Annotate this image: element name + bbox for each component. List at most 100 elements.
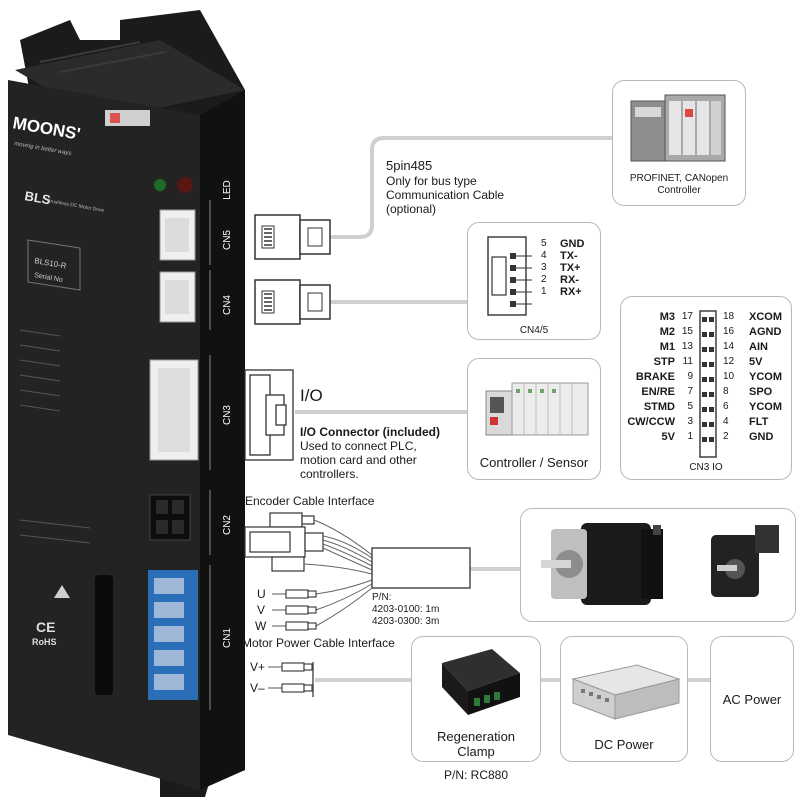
motor-power-title: Motor Power Cable Interface [242,636,395,650]
drive-illustration: MOONS' moving in better ways BLS Brushle… [8,10,245,797]
motor-u-label: U [257,587,266,601]
cn3-right-label: FLT [749,416,769,428]
motor-v-label: V [257,603,266,617]
cn3-right-label: AGND [749,326,782,338]
encoder-cable-housing [371,547,471,589]
cn3-right-label: YCOM [749,401,782,413]
regen-part-number: P/N: RC880 [443,768,509,782]
encoder-title: Encoder Cable Interface [245,494,375,508]
cn45-pin-number: 1 [541,286,547,297]
cn3-right-label: XCOM [749,311,782,323]
cn3-connector-drawing [699,310,717,458]
cn3-right-label: AIN [749,341,768,353]
io-connector-title: I/O Connector (included) [300,425,440,439]
cn45-pin-label: GND [560,238,585,250]
cn3-left-number: 11 [682,356,693,367]
controller-label-2: Controller [657,185,701,196]
led-label: LED [222,180,233,199]
cn3-left-number: 7 [687,386,693,397]
led-green [154,179,166,191]
cn45-connector-drawing [487,236,532,316]
encoder-pn-block: P/N: 4203-0100: 1m 4203-0300: 3m [372,592,439,628]
ac-power-label: AC Power [722,692,782,707]
cn3-left-number: 9 [687,371,693,382]
controller-box: PROFINET, CANopen Controller [612,80,746,206]
led-red [177,177,193,193]
cn3-right-number: 6 [723,401,729,412]
vplus-label: V+ [250,660,266,674]
cn3-left-number: 1 [687,431,693,442]
dc-power-label: DC Power [594,737,654,752]
cn1-label: CN1 [222,628,233,648]
cn3-right-number: 10 [723,371,735,382]
comm-text-block: 5pin485 Only for bus type Communication … [386,158,504,216]
cn45-pin-label: TX- [560,250,578,262]
cn3-left-label: M3 [659,311,675,323]
io-desc-2: motion card and other [300,453,417,467]
model-series: BLS [23,188,52,207]
dc-power-box: DC Power [560,636,688,762]
dc-power-supply-image [571,664,681,720]
cn3-right-number: 12 [723,356,735,367]
bldc-motor-body [581,523,651,605]
cn45-pin-row: 2 RX- [532,274,602,292]
cn3-left-label: CW/CCW [627,416,675,428]
io-desc-3: controllers. [300,467,359,481]
cn3-left-label: 5V [661,431,675,443]
plc-controller-image [630,94,726,162]
cn45-pin-number: 2 [541,274,547,285]
vminus-label: V– [250,681,265,695]
comm-line-1: 5pin485 [386,158,433,173]
cn45-caption: CN4/5 [519,325,549,336]
cn3-left-label: BRAKE [635,371,675,383]
cn3-left-label: EN/RE [641,386,675,398]
cn3-left-label: M2 [659,326,675,338]
regen-clamp-image [442,649,520,715]
cn3-left-number: 15 [681,326,693,337]
cn2-label: CN2 [222,515,233,535]
io-module-image [485,382,589,436]
rohs-mark: RoHS [32,637,57,647]
encoder-pn-1: 4203-0100: 1m [372,604,440,615]
cn45-pin-label: RX- [560,274,579,286]
cn3-right-number: 18 [723,311,735,322]
cn3-right-number: 16 [723,326,735,337]
drive-side-face [200,90,245,790]
cn5-label: CN5 [222,230,233,250]
io-desc-1: Used to connect PLC, [300,439,417,453]
cn3-left-label: M1 [659,341,675,353]
cn45-pin-row: 4 TX- [532,250,602,268]
cn3-right-number: 14 [723,341,735,352]
encoder-plug [244,512,324,572]
motor-w-label: W [255,619,267,633]
io-title: I/O [300,386,323,405]
motor-shaft [541,560,571,568]
cn45-pin-row: 1 RX+ [532,286,602,304]
motors-image [541,523,779,605]
cn3-left-label: STMD [643,401,675,413]
cn3-caption: CN3 IO [689,462,723,473]
cn45-pin-number: 5 [541,238,547,249]
dc-input-plugs [268,662,313,693]
ce-mark: CE [36,619,55,635]
comm-line-3: Communication Cable [386,188,505,202]
warning-icon [54,585,70,598]
ac-power-box: AC Power [710,636,794,762]
cn3-left-number: 17 [681,311,693,322]
cn3-right-label: SPO [749,386,773,398]
cn3-right-number: 2 [723,431,729,442]
cn45-pin-label: RX+ [560,286,582,298]
uvw-plugs [272,589,317,631]
controller-sensor-label: Controller / Sensor [479,455,589,470]
regen-label-1: Regeneration [436,729,516,744]
cn45-pin-number: 4 [541,250,547,261]
cn45-pin-row: 5 GND [532,238,602,256]
comm-line-4: (optional) [386,202,437,216]
cn3-right-label: 5V [749,356,763,368]
cn5-cable [330,136,612,239]
cn3-right-label: YCOM [749,371,782,383]
